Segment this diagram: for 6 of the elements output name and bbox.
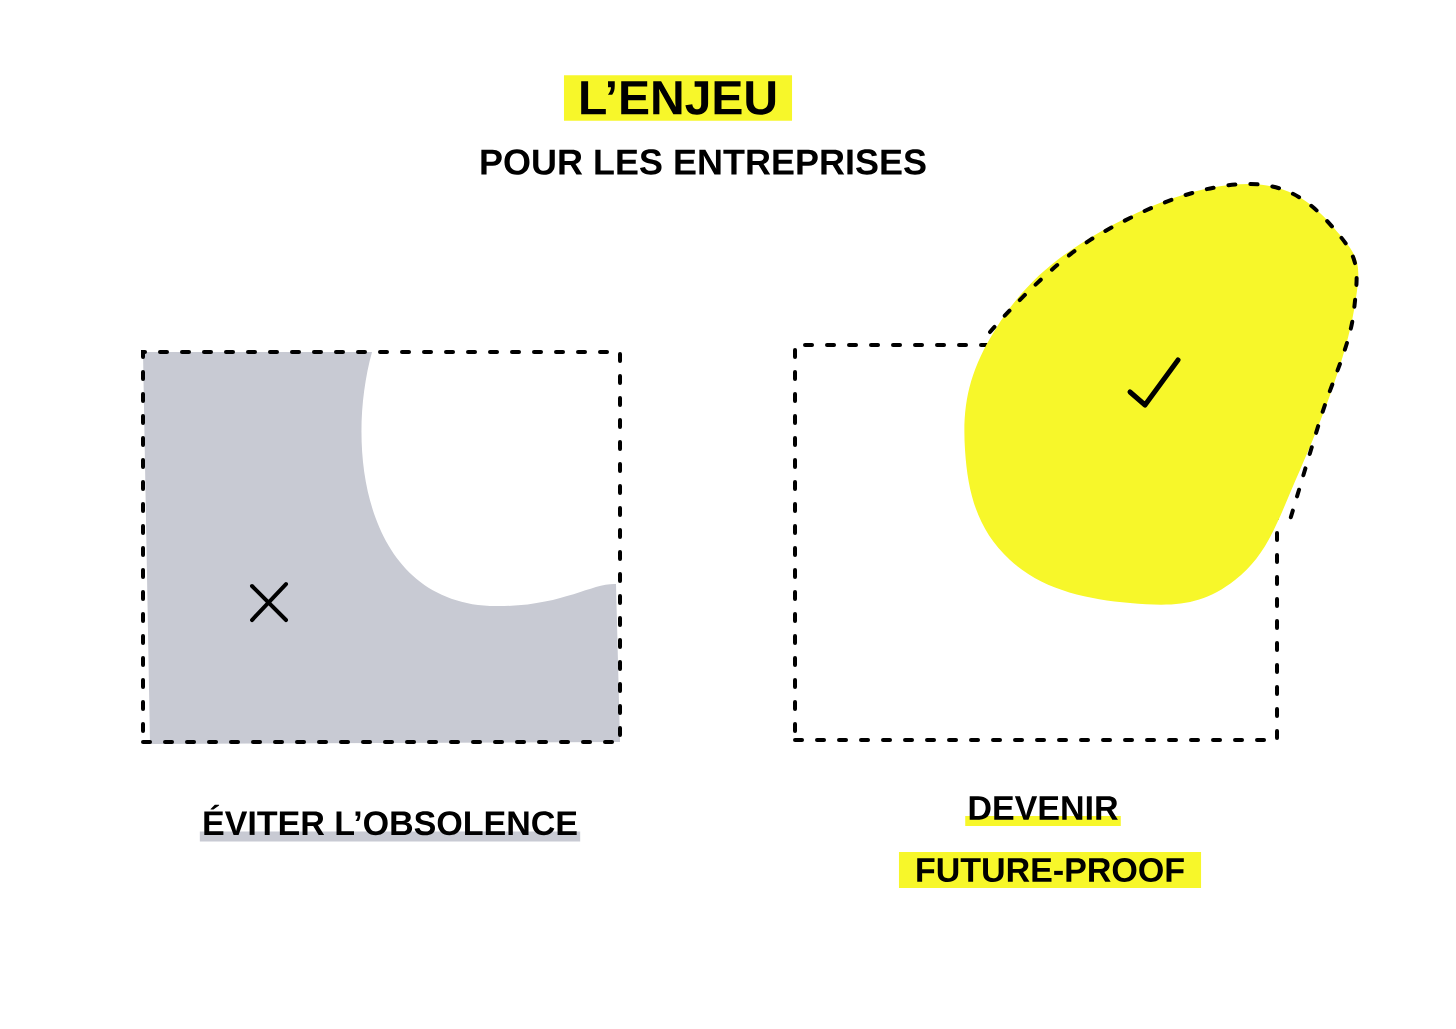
underlined-text: ÉVITER L’OBSOLENCE bbox=[199, 804, 581, 842]
subtitle: POUR LES ENTREPRISES bbox=[481, 149, 926, 175]
highlighted-text: FUTURE-PROOF bbox=[898, 852, 1202, 889]
highlighted-title: L’ENJEU bbox=[564, 75, 793, 121]
dashed-box bbox=[141, 350, 622, 744]
underlined-text: DEVENIR bbox=[965, 796, 1121, 826]
